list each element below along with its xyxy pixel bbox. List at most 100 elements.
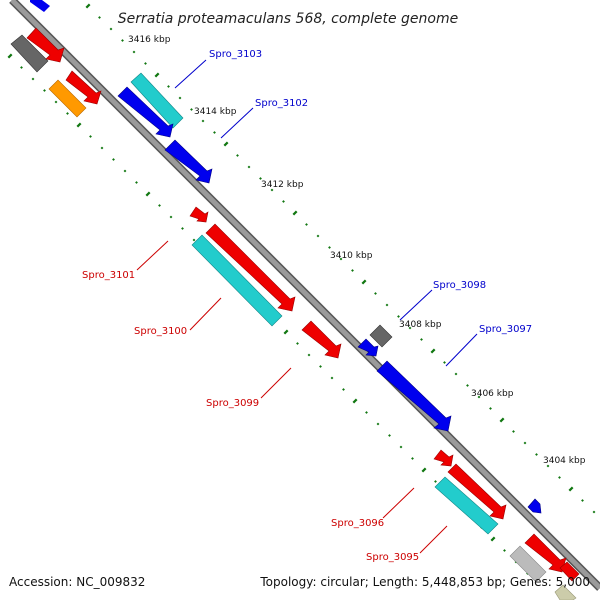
gene-feature[interactable] <box>65 70 102 105</box>
gene-feature[interactable] <box>117 86 174 138</box>
tick-mark <box>223 141 229 147</box>
tick-mark <box>365 411 368 414</box>
genome-stats-text: Topology: circular; Length: 5,448,853 bp… <box>259 575 590 589</box>
tick-mark <box>352 398 358 404</box>
tick-mark <box>342 388 345 391</box>
tick-mark <box>121 39 124 42</box>
gene-label-spro-3095[interactable]: Spro_3095 <box>366 552 419 563</box>
tick-mark <box>192 238 196 242</box>
tick-mark <box>503 549 506 552</box>
tick-mark <box>292 210 298 216</box>
genome-title: Serratia proteamaculans 568, complete ge… <box>118 11 458 27</box>
gene-label-spro-3096[interactable]: Spro_3096 <box>331 518 384 529</box>
gene-label-spro-3099[interactable]: Spro_3099 <box>206 398 259 409</box>
tick-mark <box>385 303 389 307</box>
tick-mark <box>523 441 527 445</box>
scale-label: 3408 kbp <box>399 320 442 330</box>
gene-feature[interactable] <box>509 545 547 583</box>
tick-mark <box>76 122 82 128</box>
gene-feature-spro-3101[interactable] <box>189 206 209 223</box>
tick-mark <box>132 50 136 54</box>
gene-feature[interactable] <box>10 34 49 73</box>
tick-mark <box>167 85 170 88</box>
tick-mark <box>316 234 320 238</box>
gene-feature-spro-3097[interactable] <box>376 360 452 432</box>
gene-label-spro-3098[interactable]: Spro_3098 <box>433 280 486 291</box>
tick-mark <box>190 108 193 111</box>
gene-features <box>10 0 580 600</box>
gene-feature[interactable] <box>191 234 283 327</box>
tick-mark <box>489 407 492 410</box>
tick-mark <box>361 279 367 285</box>
scale-label: 3412 kbp <box>261 180 304 190</box>
tick-mark <box>109 27 113 31</box>
tick-mark <box>408 326 412 330</box>
gene-label-spro-3102[interactable]: Spro_3102 <box>255 98 308 109</box>
gene-labels: Spro_3103 Spro_3102 Spro_3101 Spro_3100 … <box>82 49 532 563</box>
tick-mark <box>305 223 308 226</box>
gene-feature[interactable] <box>447 463 507 520</box>
tick-mark <box>270 188 274 192</box>
tick-mark <box>535 453 538 456</box>
tick-mark <box>20 66 23 69</box>
tick-mark <box>169 215 173 219</box>
tick-mark <box>201 119 205 123</box>
tick-mark <box>430 348 436 354</box>
tick-mark <box>43 89 46 92</box>
scale-label: 3414 kbp <box>194 107 237 117</box>
gene-feature[interactable] <box>554 584 577 600</box>
gene-label-spro-3103[interactable]: Spro_3103 <box>209 49 262 60</box>
tick-mark <box>397 315 400 318</box>
tick-mark <box>420 338 423 341</box>
tick-mark <box>66 112 69 115</box>
gene-label-spro-3101[interactable]: Spro_3101 <box>82 270 135 281</box>
tick-mark <box>158 204 161 207</box>
tick-mark <box>581 499 584 502</box>
gene-feature[interactable] <box>527 498 542 514</box>
tick-mark <box>512 430 515 433</box>
gene-feature[interactable] <box>48 79 87 118</box>
tick-mark <box>477 395 481 399</box>
tick-mark <box>421 467 427 473</box>
gene-feature-spro-3095[interactable] <box>434 476 499 535</box>
tick-mark <box>376 422 380 426</box>
label-leaders <box>136 59 478 554</box>
tick-mark <box>181 227 184 230</box>
gene-feature-spro-3103[interactable] <box>130 72 184 129</box>
gene-label-spro-3097[interactable]: Spro_3097 <box>479 324 532 335</box>
gene-feature-spro-3100[interactable] <box>205 223 296 312</box>
tick-mark <box>123 169 127 173</box>
gene-feature[interactable] <box>357 338 379 357</box>
tick-mark <box>178 96 182 100</box>
tick-mark <box>592 510 596 514</box>
tick-mark <box>434 480 437 483</box>
gene-feature-spro-3098[interactable] <box>369 324 393 348</box>
tick-mark <box>443 361 446 364</box>
gene-feature-spro-3099[interactable] <box>301 320 342 359</box>
gene-feature-spro-3102[interactable] <box>164 139 213 184</box>
gene-feature-spro-3096[interactable] <box>433 449 454 467</box>
gene-label-spro-3100[interactable]: Spro_3100 <box>134 326 187 337</box>
tick-mark <box>328 246 331 249</box>
tick-mark <box>374 292 377 295</box>
accession-text: Accession: NC_009832 <box>9 575 145 589</box>
tick-mark <box>247 165 251 169</box>
tick-mark <box>236 154 239 157</box>
gene-feature[interactable] <box>26 27 65 63</box>
tick-mark <box>100 146 104 150</box>
tick-mark <box>307 353 311 357</box>
tick-mark <box>454 372 458 376</box>
tick-mark <box>31 77 35 81</box>
tick-mark <box>54 100 58 104</box>
tick-mark <box>399 445 403 449</box>
genome-backbone <box>10 0 600 590</box>
tick-mark <box>89 135 92 138</box>
tick-mark <box>154 72 160 78</box>
gene-feature[interactable] <box>30 0 50 12</box>
tick-mark <box>296 342 299 345</box>
tick-mark <box>411 457 414 460</box>
scale-label: 3416 kbp <box>128 35 171 45</box>
gene-feature[interactable] <box>559 561 580 582</box>
tick-mark <box>112 158 115 161</box>
